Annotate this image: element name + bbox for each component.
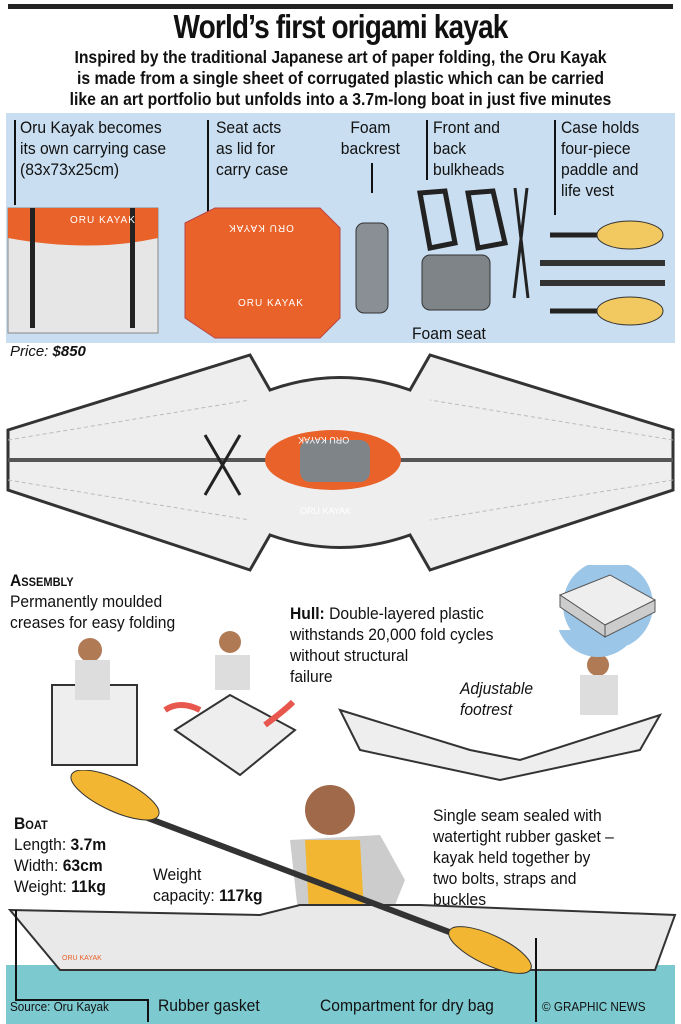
foam-seat (421, 254, 491, 311)
paddle-callout (554, 120, 556, 215)
lid-logo: ORU KAYAK (228, 222, 294, 233)
bulkheads-callout (426, 120, 428, 180)
kayak-side-view (6, 770, 677, 1024)
boat-specs: Boat Length: 3.7m Width: 63cm Weight: 11… (14, 813, 106, 897)
subtitle-line: is made from a single sheet of corrugate… (77, 68, 604, 88)
paddle-blade (596, 220, 664, 250)
flat-logo: ORU KAYAK (298, 435, 350, 445)
case-logo: ORU KAYAK (70, 215, 136, 226)
lid-logo: ORU KAYAK (238, 298, 304, 309)
water (6, 965, 675, 1024)
credit-label: © GRAPHIC NEWS (542, 999, 646, 1014)
weight-capacity: Weight capacity: 117kg (153, 865, 263, 905)
top-rule (8, 4, 673, 9)
flat-logo: ORU KAYAK (300, 506, 352, 516)
case-callout (14, 120, 16, 205)
paddle-blade (448, 926, 532, 974)
assembly-illustration (51, 630, 663, 782)
spec-width: Width: 63cm (14, 856, 103, 875)
spec-weight: Weight: 11kg (14, 877, 106, 896)
foam-seat-label: Foam seat (412, 324, 486, 343)
hull-text: Hull: Double-layered plastic withstands … (290, 604, 494, 686)
paddle-blade (596, 296, 664, 326)
page-title: World’s first origami kayak (173, 8, 508, 45)
paddle-shaft (98, 797, 512, 958)
side-logo: ORU KAYAK (62, 955, 102, 962)
boat-heading: Boat (14, 814, 48, 833)
seat-lid (184, 207, 341, 339)
seat-lid-callout (207, 120, 209, 215)
back-bulkhead (465, 188, 509, 251)
foam-backrest (355, 222, 389, 314)
subtitle-line: Inspired by the traditional Japanese art… (74, 47, 607, 67)
case-lid (8, 208, 158, 246)
backrest-callout (371, 163, 373, 193)
paddle-blade (70, 770, 160, 821)
front-bulkhead (417, 188, 458, 251)
subtitle: Inspired by the traditional Japanese art… (34, 47, 647, 110)
price: Price: $850 (10, 343, 86, 360)
gasket-label: Rubber gasket (158, 996, 260, 1015)
spec-length: Length: 3.7m (14, 835, 107, 854)
source-label: Source: Oru Kayak (10, 999, 109, 1014)
subtitle-line: like an art portfolio but unfolds into a… (69, 89, 612, 109)
compartment-label: Compartment for dry bag (320, 996, 494, 1015)
assembly-heading: Assembly (10, 571, 74, 590)
corrugated-plastic-icon (558, 565, 657, 645)
unfolded-kayak-diagram (6, 353, 675, 572)
components-illustration (7, 187, 665, 339)
